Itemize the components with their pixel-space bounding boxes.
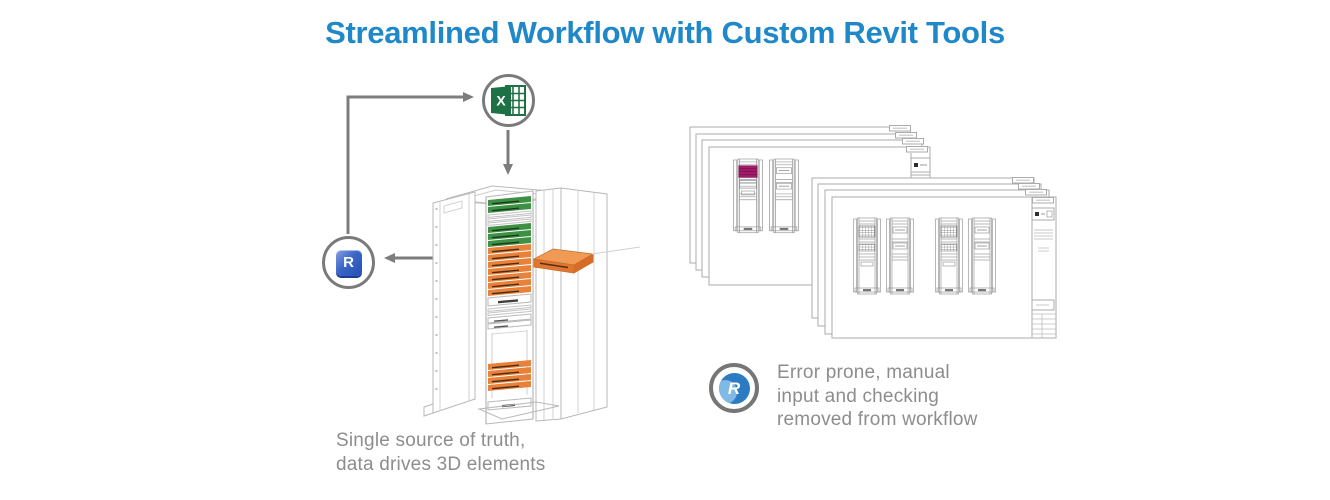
caption-single-source: Single source of truth, data drives 3D e… (336, 429, 545, 476)
page-title: Streamlined Workflow with Custom Revit T… (325, 15, 1005, 50)
workflow-arrows (346, 92, 513, 263)
caption-line: data drives 3D elements (336, 453, 546, 475)
orange-tray (532, 246, 641, 274)
sheet-stack-right (811, 176, 1057, 339)
svg-text:X: X (496, 93, 506, 109)
caption-error-prone: Error prone, manual input and checking r… (777, 361, 978, 432)
caption-line: Error prone, manual (777, 362, 950, 383)
rack-right-panel-front (535, 187, 562, 422)
bluebeam-revu-icon: R (718, 372, 750, 404)
revit-icon-letter: R (343, 254, 354, 271)
arrow-revit-to-excel (346, 92, 474, 234)
caption-line: input and checking (777, 385, 940, 407)
caption-line: removed from workflow (777, 409, 978, 430)
revu-icon-letter: R (727, 378, 741, 398)
excel-icon: X (490, 85, 526, 116)
rack-right-panel-outer (560, 187, 608, 420)
revu-node: R (709, 363, 759, 413)
rack-left-panel (432, 191, 476, 414)
excel-node: X (482, 74, 535, 127)
sheet-front-right (831, 196, 1057, 339)
caption-line: Single source of truth, (336, 430, 526, 451)
tray-leader-line (591, 246, 641, 255)
revu-swoosh-shape (718, 379, 737, 404)
revit-icon: R (335, 249, 362, 276)
revit-node: R (322, 236, 375, 289)
rack-3d-model (423, 185, 608, 425)
